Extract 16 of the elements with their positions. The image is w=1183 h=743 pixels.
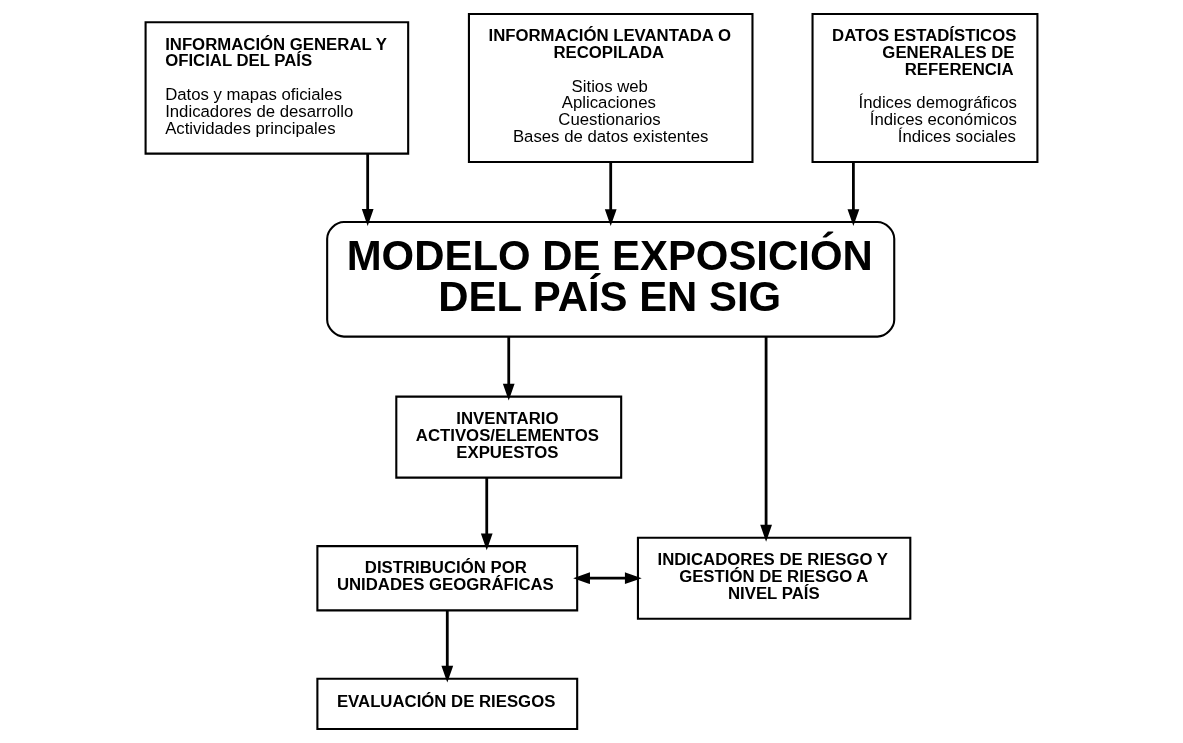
arrow: [441, 610, 454, 683]
node-box: INDICADORES DE RIESGO Y GESTIÓN DE RIESGO A NIVEL PAÍS: [636, 536, 912, 620]
arrow: [573, 572, 642, 585]
arrow: [847, 162, 860, 227]
node-box: INVENTARIO ACTIVOS/ELEMENTOS EXPUESTOS: [395, 395, 623, 479]
node-box: DISTRIBUCIÓN POR UNIDADES GEOGRÁFICAS: [316, 545, 579, 612]
arrow: [604, 162, 617, 227]
node-box: MODELO DE EXPOSICIÓN DEL PAÍS EN SIG: [326, 221, 896, 338]
arrow: [502, 336, 515, 401]
arrow: [760, 336, 772, 542]
arrow: [480, 477, 493, 551]
arrow: [361, 153, 374, 226]
node-box: DATOS ESTADÍSTICOS GENERALES DE REFERENCIA Índices demográficos Índices económicos Índices sociales: [811, 12, 1039, 164]
node-box: INFORMACIÓN LEVANTADA O RECOPILADA Sitios web Aplicaciones Cuestionarios Bases de datos existentes: [467, 12, 754, 164]
node-box: INFORMACIÓN GENERAL Y OFICIAL DEL PAÍS Datos y mapas oficiales Indicadores de desarrollo Actividades principales: [144, 21, 410, 155]
node-box: EVALUACIÓN DE RIESGOS: [316, 677, 579, 731]
